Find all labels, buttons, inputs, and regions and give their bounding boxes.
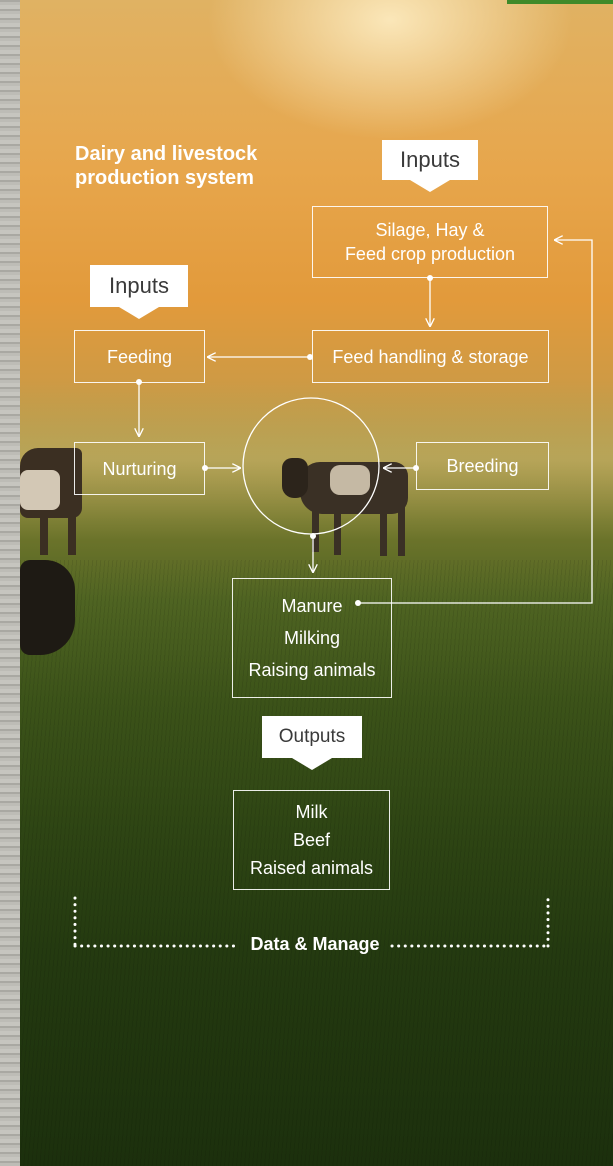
silage-box: Silage, Hay & Feed crop production <box>312 206 548 278</box>
nurturing-label: Nurturing <box>102 457 176 481</box>
activity-raising: Raising animals <box>248 654 375 686</box>
outputs-label: Outputs <box>279 726 346 748</box>
product-milk: Milk <box>296 798 328 826</box>
product-beef: Beef <box>293 826 330 854</box>
inputs-left-label: Inputs <box>109 273 169 299</box>
activity-manure: Manure <box>281 590 342 622</box>
breeding-label: Breeding <box>446 454 518 478</box>
arrow-manure-loop <box>358 240 592 603</box>
cycle-circle <box>243 398 379 534</box>
title-line-1: Dairy and livestock <box>75 142 305 166</box>
feeding-box: Feeding <box>74 330 205 383</box>
activity-milking: Milking <box>284 622 340 654</box>
inputs-top-tag: Inputs <box>382 140 478 180</box>
feed-handling-box: Feed handling & storage <box>312 330 549 383</box>
outputs-tag: Outputs <box>262 716 362 758</box>
products-box: Milk Beef Raised animals <box>233 790 390 890</box>
nurturing-box: Nurturing <box>74 442 205 495</box>
inputs-top-label: Inputs <box>400 147 460 173</box>
feeding-label: Feeding <box>107 345 172 369</box>
silage-line-2: Feed crop production <box>345 242 515 266</box>
product-raised: Raised animals <box>250 854 373 882</box>
breeding-box: Breeding <box>416 442 549 490</box>
diagram-title: Dairy and livestock production system <box>75 142 305 190</box>
data-manage-label: Data & Manage <box>240 934 390 955</box>
inputs-left-tag: Inputs <box>90 265 188 307</box>
silage-line-1: Silage, Hay & <box>375 218 484 242</box>
activities-box: Manure Milking Raising animals <box>232 578 392 698</box>
feed-handling-label: Feed handling & storage <box>332 345 528 369</box>
title-line-2: production system <box>75 166 305 190</box>
